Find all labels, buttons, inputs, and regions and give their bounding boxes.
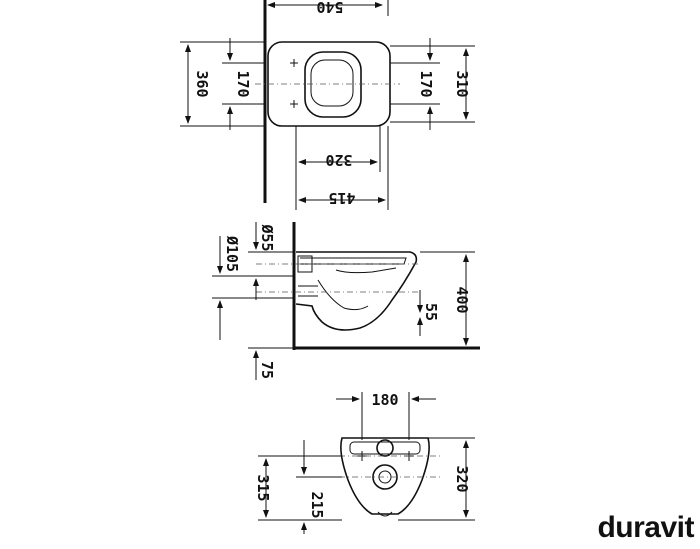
dim-height-right: 320 [453, 465, 471, 492]
dim-width-holes-right: 170 [417, 70, 435, 97]
toilet-bowl-profile [295, 251, 418, 331]
dim-hole-spacing: 320 [325, 151, 352, 169]
fixing-hole-upper [290, 59, 298, 67]
brand-logo: duravit [597, 511, 694, 544]
dim-height-top: Ø55 [258, 223, 276, 251]
dim-projection: 415 [328, 189, 355, 207]
dim-floor-height: 400 [453, 286, 471, 313]
top-view: 540 360 170 17 [180, 0, 475, 210]
rear-outlet-upper [376, 439, 394, 457]
dim-width-right: 310 [453, 70, 471, 97]
dim-width-holes-left: 170 [234, 70, 252, 97]
fixing-hole-lower [290, 100, 298, 108]
dim-bolt-spacing: 180 [371, 391, 398, 409]
dim-bottom-offset: 75 [258, 361, 276, 379]
dim-height-top2: Ø105 [223, 235, 241, 272]
dim-width-outer: 360 [193, 70, 211, 97]
dim-outlet-height: 55 [422, 303, 440, 321]
dim-total-depth: 540 [316, 0, 343, 16]
rear-view: 180 315 215 32 [254, 391, 475, 534]
dim-height-left-inner: 215 [308, 491, 326, 518]
dim-height-left-outer: 315 [254, 474, 272, 501]
toilet-bowl-opening-top [304, 51, 362, 118]
side-view: Ø55 Ø105 400 55 75 [212, 222, 480, 380]
toilet-rear-outline [340, 437, 430, 515]
